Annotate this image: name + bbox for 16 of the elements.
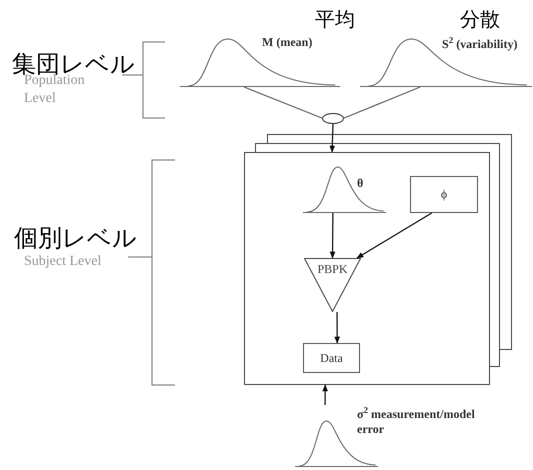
arrow [330,213,336,259]
translation-label: 平均 [315,6,355,33]
level-label: 個別レベル [14,223,137,254]
ellipse-node [322,113,344,124]
connector-line [342,86,420,120]
arrow [356,212,432,259]
parameter-box: ϕ [410,176,478,213]
model-label: PBPK [316,262,349,277]
connector-line [244,86,324,120]
data-box: Data [303,343,360,373]
arrow [322,384,328,405]
translation-label: 分散 [460,6,500,33]
subject-panel [244,152,490,385]
level-caption: Subject Level [24,253,102,271]
arrow [334,312,340,344]
arrow [329,124,336,153]
